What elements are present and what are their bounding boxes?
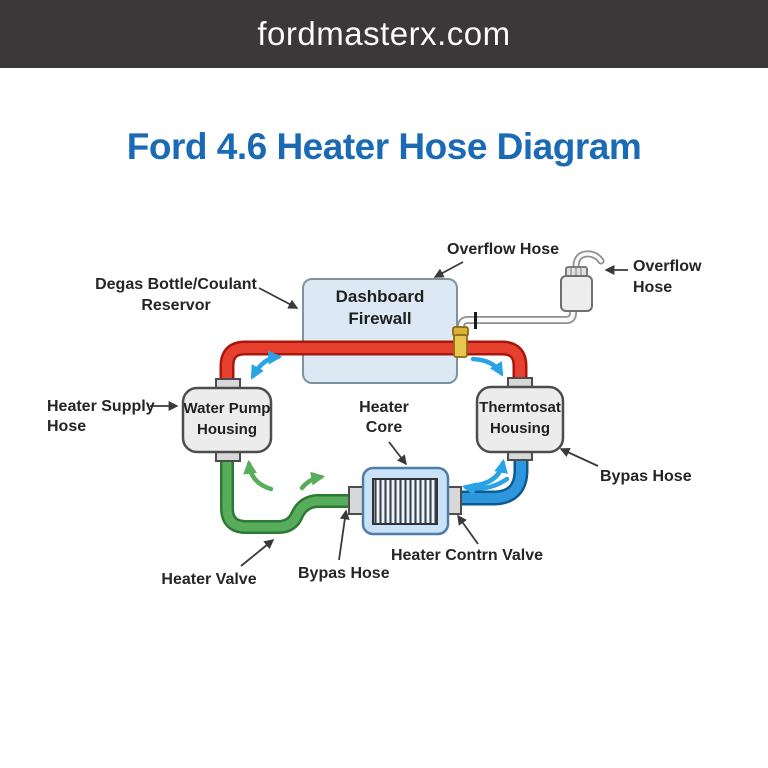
water-pump-housing: Water Pump Housing xyxy=(181,378,273,462)
label-heater-supply-line2: Hose xyxy=(47,418,86,435)
site-banner: fordmasterx.com xyxy=(0,0,768,68)
label-heater-control-valve: Heater Contrn Valve xyxy=(391,547,543,564)
heater-hose-fitting xyxy=(452,326,469,358)
flow-arrow-into-pump xyxy=(243,459,274,492)
overflow-hose-lower xyxy=(457,304,577,338)
leader-overflow-top xyxy=(433,261,464,278)
water-pump-label-line1: Water Pump xyxy=(184,400,271,417)
thermostat-label-line1: Thermtosat xyxy=(479,399,561,416)
heater-core-fins xyxy=(372,478,438,525)
label-heater-valve: Heater Valve xyxy=(161,571,256,588)
blue-bypass-hose xyxy=(449,445,529,506)
flow-arrow-to-core xyxy=(299,471,326,491)
page-title: Ford 4.6 Heater Hose Diagram xyxy=(126,126,642,167)
label-bypass-hose-bottom: Bypas Hose xyxy=(298,565,390,582)
thermostat-label-line2: Housing xyxy=(490,420,550,437)
heater-hose-diagram: Dashboard Firewall xyxy=(47,241,702,588)
leader-heater-valve xyxy=(240,539,275,567)
callout-leaders xyxy=(150,261,628,567)
dashboard-firewall-label-line1: Dashboard xyxy=(336,287,425,306)
label-overflow-hose-right-line2: Hose xyxy=(633,279,672,296)
label-heater-supply-line1: Heater Supply xyxy=(47,398,155,415)
coolant-flow-arrows-cyan xyxy=(250,350,510,496)
leader-bypass-right xyxy=(559,448,599,467)
green-heater-hose xyxy=(220,447,360,534)
leader-degas xyxy=(258,287,299,309)
label-heater-core-line1: Heater xyxy=(359,399,409,416)
label-degas-bottle-line1: Degas Bottle/Coulant xyxy=(95,276,257,293)
thermostat-housing: Thermtosat Housing xyxy=(475,377,565,461)
heater-core-box xyxy=(348,466,462,536)
degas-bottle xyxy=(560,266,593,312)
dashboard-firewall-box: Dashboard Firewall xyxy=(302,278,458,384)
red-heater-hose xyxy=(219,340,528,400)
water-pump-label-line2: Housing xyxy=(197,421,257,438)
flow-arrow-into-thermostat xyxy=(470,356,504,377)
site-domain-text: fordmasterx.com xyxy=(257,15,511,52)
label-overflow-hose-right-line1: Overflow xyxy=(633,258,702,275)
leader-bypass-bottom xyxy=(338,509,350,561)
leader-heater-core xyxy=(388,441,407,466)
label-bypass-hose-right: Bypas Hose xyxy=(600,468,692,485)
label-heater-core-line2: Core xyxy=(366,419,403,436)
leader-heater-control-valve xyxy=(457,514,479,545)
coolant-flow-arrows-green xyxy=(243,459,326,492)
label-overflow-hose-top: Overflow Hose xyxy=(447,241,559,258)
flow-arrow-bypass-left xyxy=(461,476,510,496)
overflow-hose-upper xyxy=(572,250,605,271)
flow-arrow-firewall xyxy=(250,350,283,380)
label-degas-bottle-line2: Reservor xyxy=(141,297,210,314)
dashboard-firewall-label-line2: Firewall xyxy=(348,309,411,328)
